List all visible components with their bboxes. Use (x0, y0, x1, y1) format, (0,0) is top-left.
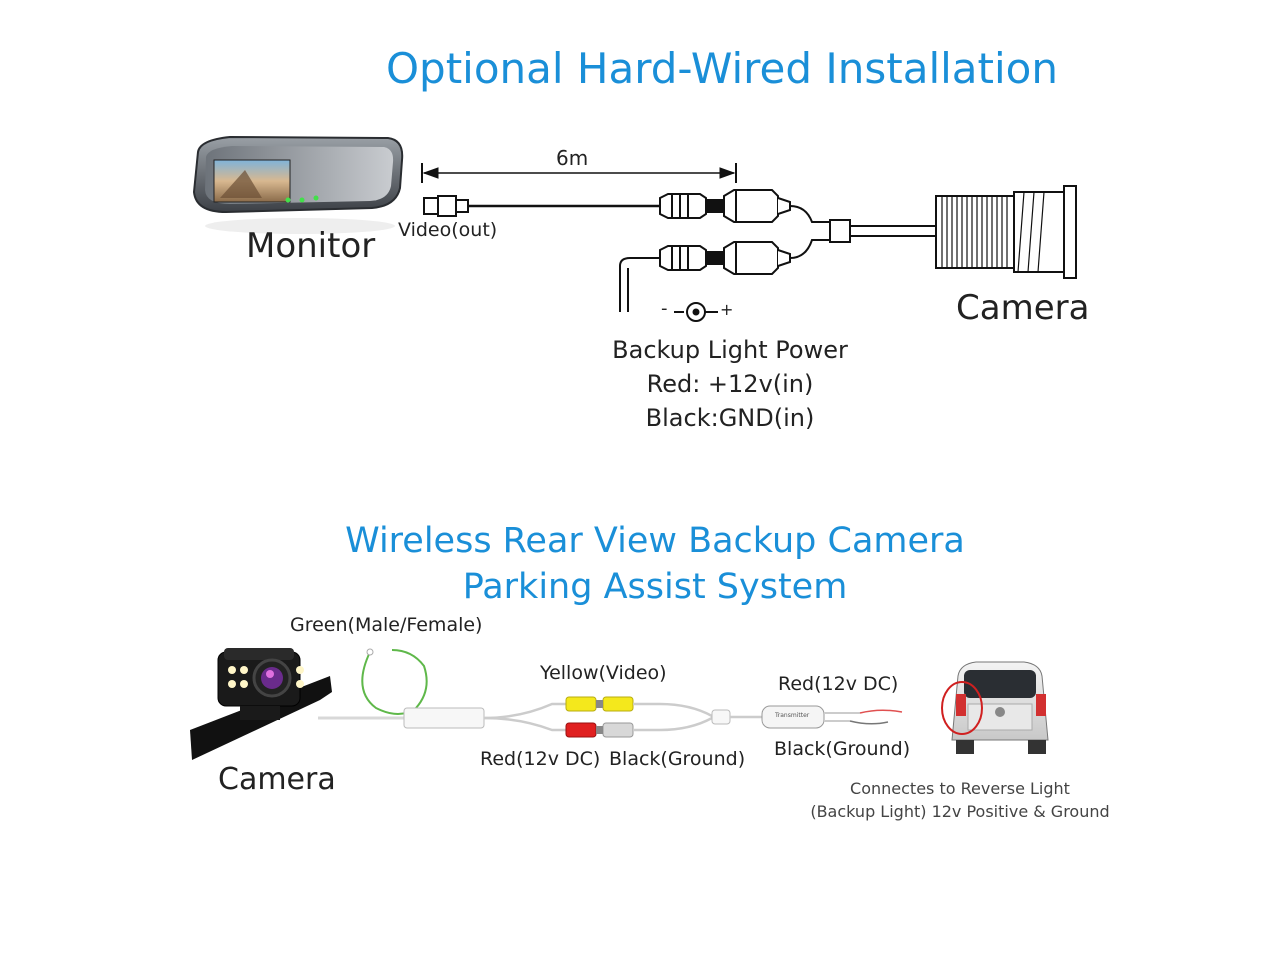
red-dc-left-label: Red(12v DC) (480, 748, 601, 770)
reverse-light-note-line1: Connectes to Reverse Light (850, 779, 1070, 798)
suv-rear (941, 661, 1049, 754)
red-dc-right-label: Red(12v DC) (778, 673, 899, 695)
bottom-title: Wireless Rear View Backup Camera Parking… (255, 518, 1055, 610)
distance-dimension (421, 163, 737, 183)
black-ground-left-label: Black(Ground) (609, 748, 746, 770)
top-title: Optional Hard-Wired Installation (386, 44, 1058, 93)
wireless-wiring (318, 648, 903, 738)
reverse-light-note-line2: (Backup Light) 12v Positive & Ground (810, 802, 1110, 821)
backup-light-power-black: Black:GND(in) (645, 404, 815, 432)
polarity-plus-label: + (720, 300, 734, 319)
backup-light-power-red: Red: +12v(in) (646, 370, 814, 398)
camera-bottom-label: Camera (218, 762, 336, 797)
monitor-label: Monitor (246, 226, 376, 266)
backup-light-power-title: Backup Light Power (612, 336, 848, 364)
monitor-mirror (192, 135, 404, 234)
bottom-title-line1: Wireless Rear View Backup Camera (345, 521, 965, 561)
video-out-label: Video(out) (398, 219, 498, 241)
backup-light-power-block: Backup Light Power Red: +12v(in) Black:G… (580, 333, 880, 435)
video-cable (423, 189, 830, 223)
yellow-video-label: Yellow(Video) (540, 662, 667, 684)
power-cable (619, 219, 936, 322)
polarity-minus-label: - (661, 298, 668, 319)
camera-top (935, 185, 1077, 279)
bottom-title-line2: Parking Assist System (462, 567, 848, 607)
distance-label: 6m (556, 146, 589, 170)
license-plate-camera (190, 648, 332, 760)
reverse-light-note: Connectes to Reverse Light (Backup Light… (810, 777, 1110, 823)
transmitter-label: Transmitter (775, 712, 810, 719)
camera-top-label: Camera (956, 288, 1090, 328)
green-wire-label: Green(Male/Female) (290, 614, 483, 636)
black-ground-right-label: Black(Ground) (774, 738, 911, 760)
